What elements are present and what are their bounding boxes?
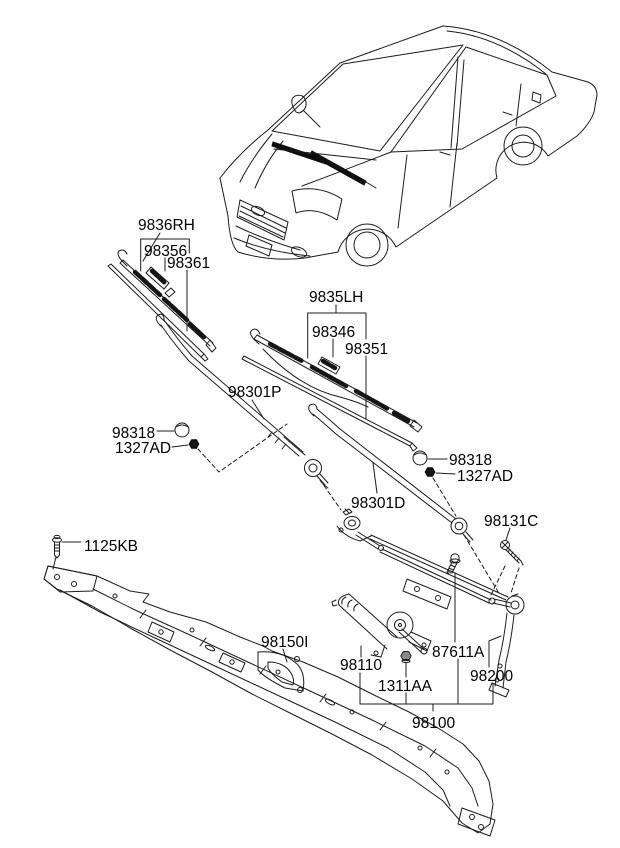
part-label-98361: 98361 [167,255,210,272]
side-mirror [291,94,321,128]
fog-lamp [290,246,308,258]
brand-badge [250,205,266,217]
part-label-98200: 98200 [470,668,513,685]
part-label-1311aa: 1311AA [378,678,433,695]
part-label-98351: 98351 [345,341,388,358]
wiper-linkage-assembly [336,508,525,698]
part-label-98318-left: 98318 [112,425,155,442]
label-bracket-lh [164,257,367,420]
part-label-98131c: 98131C [484,513,538,530]
headlight [291,188,343,221]
motor-mount-bolt [446,553,461,575]
wiper-arm-driver [308,403,474,543]
part-label-98150i: 98150I [261,634,308,651]
part-label-98100: 98100 [412,715,455,732]
side-windows [390,46,557,153]
part-labels: 9836RH 98356 98361 9835LH 98346 98351 98… [84,217,538,732]
cowl-bolt-1125kb [52,534,62,559]
part-label-1125kb: 1125KB [84,538,138,555]
windshield [271,44,464,152]
grille [236,199,289,241]
wiper-clip-rh [145,266,170,290]
wiper-clip-lh [317,356,341,375]
label-bracket-rh [140,232,190,332]
cowl-arch-bracket [257,651,305,693]
part-label-9836rh: 9836RH [138,217,195,234]
wiper-refill-rh [107,263,209,362]
part-label-98110: 98110 [340,657,382,674]
rear-wheel [503,126,543,166]
part-label-98318-right: 98318 [449,452,492,469]
part-label-1327ad-left: 1327AD [115,440,171,457]
group-bracket-98100 [359,658,494,712]
wipers-on-car [271,141,377,189]
part-label-98346: 98346 [312,324,355,341]
motor-nut [400,651,412,663]
part-label-87611a: 87611A [432,644,485,661]
part-label-98301d: 98301D [351,495,405,512]
license-plate [245,234,273,257]
leader-lines [52,399,520,712]
pivot-nut-right [424,467,436,477]
part-label-98356: 98356 [144,243,187,260]
car-illustration [219,25,598,267]
part-label-9835lh: 9835LH [309,289,363,306]
front-wheel [345,223,389,267]
wiper-blade-assembly-lh [250,328,423,433]
wiper-arm-passenger [155,313,329,489]
cowl-top-panel [43,565,496,837]
pivot-cap-right [412,450,428,466]
pivot-nut-left [188,439,200,449]
pivot-screw-98131c [500,540,524,566]
pivot-cap-left [174,422,190,438]
wiper-refill-lh [241,355,418,452]
part-label-1327ad-right: 1327AD [457,468,513,485]
wiper-blade-assembly-rh [117,249,217,353]
wiper-motor [331,593,432,658]
part-label-98301p: 98301P [228,384,281,401]
